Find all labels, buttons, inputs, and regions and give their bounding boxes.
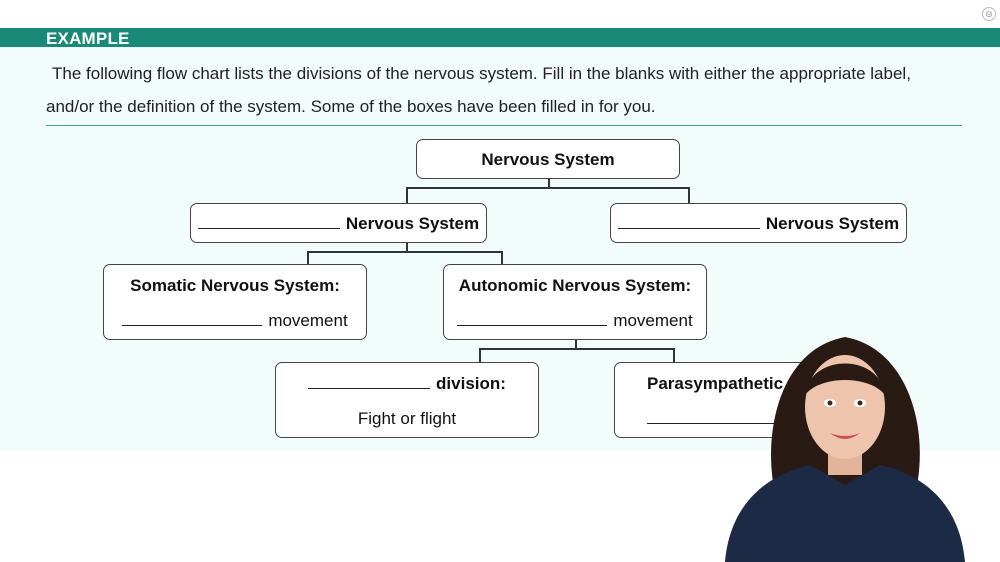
left-branch-box: Nervous System (190, 203, 487, 243)
blank-line[interactable] (457, 311, 608, 326)
minimize-icon[interactable]: ⊖ (982, 7, 996, 21)
top-bar: ⊖ (0, 0, 1000, 28)
sympathetic-definition: Fight or flight (357, 409, 457, 428)
connector (575, 339, 577, 349)
blank-line[interactable] (197, 214, 340, 229)
right-branch-label: Nervous System (765, 214, 900, 233)
connector (307, 251, 309, 264)
sympathetic-title: division: (436, 374, 506, 393)
autonomic-box: Autonomic Nervous System: movement (443, 264, 707, 340)
connector (501, 251, 503, 264)
divider (46, 125, 962, 126)
presenter-face (805, 355, 885, 475)
connector (479, 348, 675, 350)
instructions: The following flow chart lists the divis… (46, 57, 966, 123)
autonomic-definition: movement (613, 311, 693, 330)
somatic-definition: movement (268, 311, 348, 330)
blank-line[interactable] (122, 311, 263, 326)
example-header: EXAMPLE (0, 28, 1000, 48)
presenter-body (725, 465, 965, 562)
example-label: EXAMPLE (46, 29, 130, 48)
right-branch-box: Nervous System (610, 203, 907, 243)
connector (406, 187, 408, 203)
somatic-box: Somatic Nervous System: movement (103, 264, 367, 340)
sympathetic-box: division: Fight or flight (275, 362, 539, 438)
left-branch-label: Nervous System (345, 214, 480, 233)
nervous-system-label: Nervous System (481, 150, 615, 169)
connector (479, 348, 481, 362)
connector (548, 178, 550, 188)
somatic-title: Somatic Nervous System: (130, 276, 340, 295)
instructions-line-2: and/or the definition of the system. Som… (46, 97, 656, 116)
presenter-video (725, 337, 965, 562)
connector (688, 187, 690, 203)
blank-line[interactable] (647, 409, 787, 424)
nervous-system-box: Nervous System (416, 139, 680, 179)
instructions-line-1: The following flow chart lists the divis… (52, 64, 911, 83)
connector (406, 242, 408, 252)
connector (406, 187, 690, 189)
blank-line[interactable] (617, 214, 760, 229)
autonomic-title: Autonomic Nervous System: (458, 276, 692, 295)
blank-line[interactable] (308, 374, 431, 389)
parasympathetic-title: Parasympathetic div (647, 374, 813, 393)
connector (673, 348, 675, 362)
connector (307, 251, 503, 253)
